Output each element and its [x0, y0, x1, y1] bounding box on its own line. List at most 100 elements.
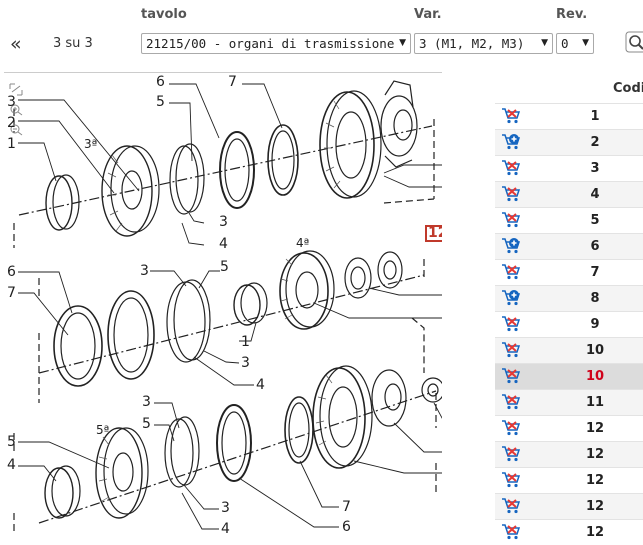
previous-page-icon[interactable]: «	[10, 33, 22, 55]
table-row[interactable]: 10	[495, 363, 643, 389]
parts-table-body: 123456789101011121212121213	[495, 103, 643, 545]
row-reference-number: 6	[590, 239, 600, 254]
row-reference-number: 12	[585, 525, 605, 540]
chevron-down-icon: ▼	[541, 38, 548, 48]
callout[interactable]: 5	[7, 434, 16, 450]
callout[interactable]: 6	[7, 264, 16, 280]
cart-add-icon[interactable]	[501, 133, 521, 151]
callout[interactable]: 5	[142, 416, 151, 432]
variant-select[interactable]: 3 (M1, M2, M3) ▼	[414, 33, 553, 54]
table-row[interactable]: 12	[495, 441, 643, 467]
row-reference-number: 5	[590, 213, 600, 228]
callout[interactable]: 5	[220, 259, 229, 275]
callout: 5ª	[96, 423, 110, 437]
variant-label: Var.	[414, 7, 442, 22]
zoom-in-icon[interactable]	[9, 103, 23, 116]
cart-remove-icon[interactable]	[501, 107, 521, 125]
callout[interactable]: 7	[342, 499, 351, 515]
callout: 3ª	[84, 137, 98, 151]
row-reference-number: 10	[585, 369, 605, 384]
cart-remove-icon[interactable]	[501, 523, 521, 541]
cart-remove-icon[interactable]	[501, 211, 521, 229]
row-reference-number: 9	[590, 317, 600, 332]
table-select-value: 21215/00 - organi di trasmissione	[146, 36, 395, 51]
row-reference-number: 3	[590, 161, 600, 176]
parts-table: Codi 123456789101011121212121213	[495, 72, 643, 545]
table-row[interactable]: 11	[495, 389, 643, 415]
parts-illustration	[13, 80, 442, 533]
cart-remove-icon[interactable]	[501, 471, 521, 489]
revision-select[interactable]: 0 ▼	[556, 33, 594, 54]
callout[interactable]: 3	[142, 394, 151, 410]
expand-icon[interactable]	[9, 83, 23, 96]
cart-remove-icon[interactable]	[501, 159, 521, 177]
row-reference-number: 12	[585, 447, 605, 462]
callout[interactable]: 1	[241, 334, 250, 350]
row-reference-number: 12	[585, 421, 605, 436]
row-reference-number: 12	[585, 473, 605, 488]
row-reference-number: 8	[590, 291, 600, 306]
callout[interactable]: 3	[7, 94, 16, 110]
table-row[interactable]: 12	[495, 493, 643, 519]
chevron-down-icon: ▼	[582, 38, 589, 48]
row-reference-number: 2	[590, 135, 600, 150]
cart-remove-icon[interactable]	[501, 263, 521, 281]
table-row[interactable]: 9	[495, 311, 643, 337]
row-reference-number: 11	[585, 395, 605, 410]
callout[interactable]: 3	[140, 263, 149, 279]
cart-remove-icon[interactable]	[501, 445, 521, 463]
code-column-header[interactable]: Codi	[613, 81, 643, 96]
callout[interactable]: 4	[7, 457, 16, 473]
callout[interactable]: 4	[256, 377, 265, 393]
callout[interactable]: 3	[221, 500, 230, 516]
table-row[interactable]: 8	[495, 285, 643, 311]
page-indicator: 3 su 3	[53, 36, 93, 51]
cart-remove-icon[interactable]	[501, 419, 521, 437]
cart-remove-icon[interactable]	[501, 393, 521, 411]
table-label: tavolo	[141, 7, 187, 22]
callout[interactable]: 3	[219, 214, 228, 230]
callout[interactable]: 7	[228, 74, 237, 90]
callout[interactable]: 2	[7, 115, 16, 131]
cart-add-icon[interactable]	[501, 289, 521, 307]
cart-remove-icon[interactable]	[501, 315, 521, 333]
table-row[interactable]: 6	[495, 233, 643, 259]
callout[interactable]: 4	[219, 236, 228, 252]
table-row[interactable]: 2	[495, 129, 643, 155]
table-row[interactable]: 12	[495, 519, 643, 545]
row-reference-number: 7	[590, 265, 600, 280]
callout[interactable]: 5	[156, 94, 165, 110]
cart-add-icon[interactable]	[501, 237, 521, 255]
variant-select-value: 3 (M1, M2, M3)	[419, 36, 525, 51]
revision-label: Rev.	[556, 7, 588, 22]
row-reference-number: 4	[590, 187, 600, 202]
callout[interactable]: 6	[342, 519, 351, 535]
callout[interactable]: 3	[241, 355, 250, 371]
table-row[interactable]: 3	[495, 155, 643, 181]
table-row[interactable]: 10	[495, 337, 643, 363]
zoom-out-icon[interactable]	[9, 123, 23, 136]
callout[interactable]: 6	[156, 74, 165, 90]
table-row[interactable]: 12	[495, 415, 643, 441]
revision-select-value: 0	[561, 36, 569, 51]
chevron-down-icon: ▼	[399, 38, 406, 48]
table-row[interactable]: 7	[495, 259, 643, 285]
row-reference-number: 12	[585, 499, 605, 514]
cart-remove-icon[interactable]	[501, 497, 521, 515]
table-select[interactable]: 21215/00 - organi di trasmissione ▼	[141, 33, 411, 54]
cart-remove-icon[interactable]	[501, 367, 521, 385]
cart-remove-icon[interactable]	[501, 185, 521, 203]
table-row[interactable]: 4	[495, 181, 643, 207]
callout-selected[interactable]: 12	[425, 225, 442, 242]
callout[interactable]: 7	[7, 285, 16, 301]
cart-remove-icon[interactable]	[501, 341, 521, 359]
table-row[interactable]: 5	[495, 207, 643, 233]
callout[interactable]: 4	[221, 521, 230, 537]
exploded-parts-drawing: 3 2 1 3ª 6 5 7 3 4 9 8 12 13 4ª 6 7 3 5 …	[4, 72, 442, 545]
row-reference-number: 10	[585, 343, 605, 358]
table-row[interactable]: 12	[495, 467, 643, 493]
callout: 4ª	[296, 236, 310, 250]
table-row[interactable]: 1	[495, 103, 643, 129]
zoom-icon[interactable]	[622, 30, 643, 56]
callout[interactable]: 1	[7, 136, 16, 152]
